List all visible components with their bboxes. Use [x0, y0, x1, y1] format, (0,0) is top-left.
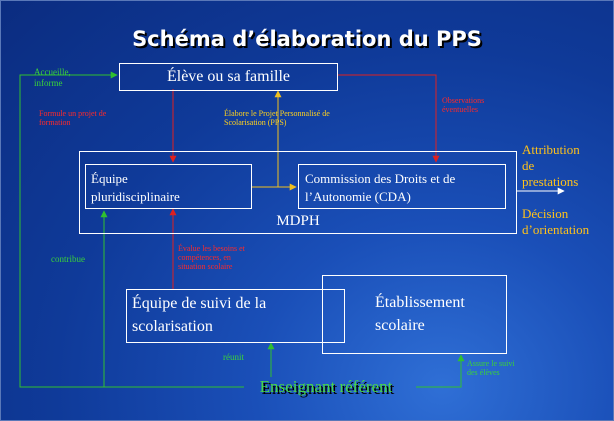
label-elabore: Élabore le Projet Personnalisé de Scolar… — [224, 109, 330, 127]
output-attribution-line3: prestations — [522, 174, 579, 189]
label-contribue-text: contribue — [51, 254, 85, 264]
label-contribue: contribue — [51, 255, 85, 264]
node-eleve-label: Élève ou sa famille — [166, 68, 291, 85]
node-equipe-pluridisciplinaire: Équipe pluridisciplinaire — [85, 164, 252, 209]
label-elabore-line1: Élabore le Projet Personnalisé de — [224, 109, 330, 118]
arrow-assure — [416, 354, 465, 388]
label-assure-line1: Assure le suivi — [467, 359, 515, 368]
label-reunit-text: réunit — [223, 352, 244, 362]
output-decision-line2: d’orientation — [522, 222, 590, 237]
label-observations: Observations éventuelles — [442, 96, 484, 114]
label-evalue-line3: situation scolaire — [178, 262, 233, 271]
node-etab-line1: Établissement — [375, 294, 465, 311]
label-observations-line2: éventuelles — [442, 105, 478, 114]
node-equipe-suivi-line2: scolarisation — [132, 318, 213, 335]
node-etab-line2: scolaire — [375, 317, 425, 334]
node-cda-line1: Commission des Droits et de — [305, 171, 456, 186]
node-mdph-label: MDPH — [276, 213, 320, 229]
node-cda: Commission des Droits et de l’Autonomie … — [298, 164, 506, 209]
label-evalue-line1: Évalue les besoins et — [178, 244, 245, 253]
node-equipe-suivi: Équipe de suivi de la scolarisation — [126, 289, 345, 343]
node-equipe-suivi-line1: Équipe de suivi de la — [132, 295, 267, 312]
arrow-observations — [338, 74, 440, 163]
output-attribution-line1: Attribution — [522, 142, 580, 157]
label-reunit: réunit — [223, 353, 244, 362]
label-formule-line1: Formule un projet de — [39, 109, 107, 118]
node-eleve: Élève ou sa famille — [119, 63, 338, 91]
label-elabore-line2: Scolarisation (PPS) — [224, 118, 287, 127]
output-decision: Décision d’orientation — [522, 206, 589, 238]
output-attribution: Attribution de prestations — [522, 142, 580, 190]
label-evalue-line2: compétences, en — [178, 253, 231, 262]
label-observations-line1: Observations — [442, 96, 485, 105]
arrow-contribue — [100, 210, 244, 388]
label-formule: Formule un projet de formation — [39, 109, 106, 127]
page-title: Schéma d’élaboration du PPS — [132, 27, 482, 51]
label-accueille-line1: Accueille, — [34, 67, 71, 77]
node-equipe-pluri-line1: Équipe — [91, 171, 128, 186]
node-equipe-pluri-line2: pluridisciplinaire — [91, 189, 180, 204]
node-etablissement: Établissement scolaire — [322, 275, 507, 354]
label-accueille: Accueille, informe — [34, 67, 71, 89]
output-attribution-line2: de — [522, 158, 535, 173]
label-assure-line2: des élèves — [467, 368, 500, 377]
label-assure: Assure le suivi des élèves — [467, 359, 515, 377]
label-accueille-line2: informe — [34, 78, 63, 88]
label-evalue: Évalue les besoins et compétences, en si… — [178, 244, 245, 271]
node-enseignant-referent: Enseignant référent — [259, 377, 393, 396]
node-mdph: MDPH — [79, 151, 517, 234]
label-formule-line2: formation — [39, 118, 71, 127]
output-decision-line1: Décision — [522, 206, 569, 221]
node-cda-line2: l’Autonomie (CDA) — [305, 189, 411, 204]
